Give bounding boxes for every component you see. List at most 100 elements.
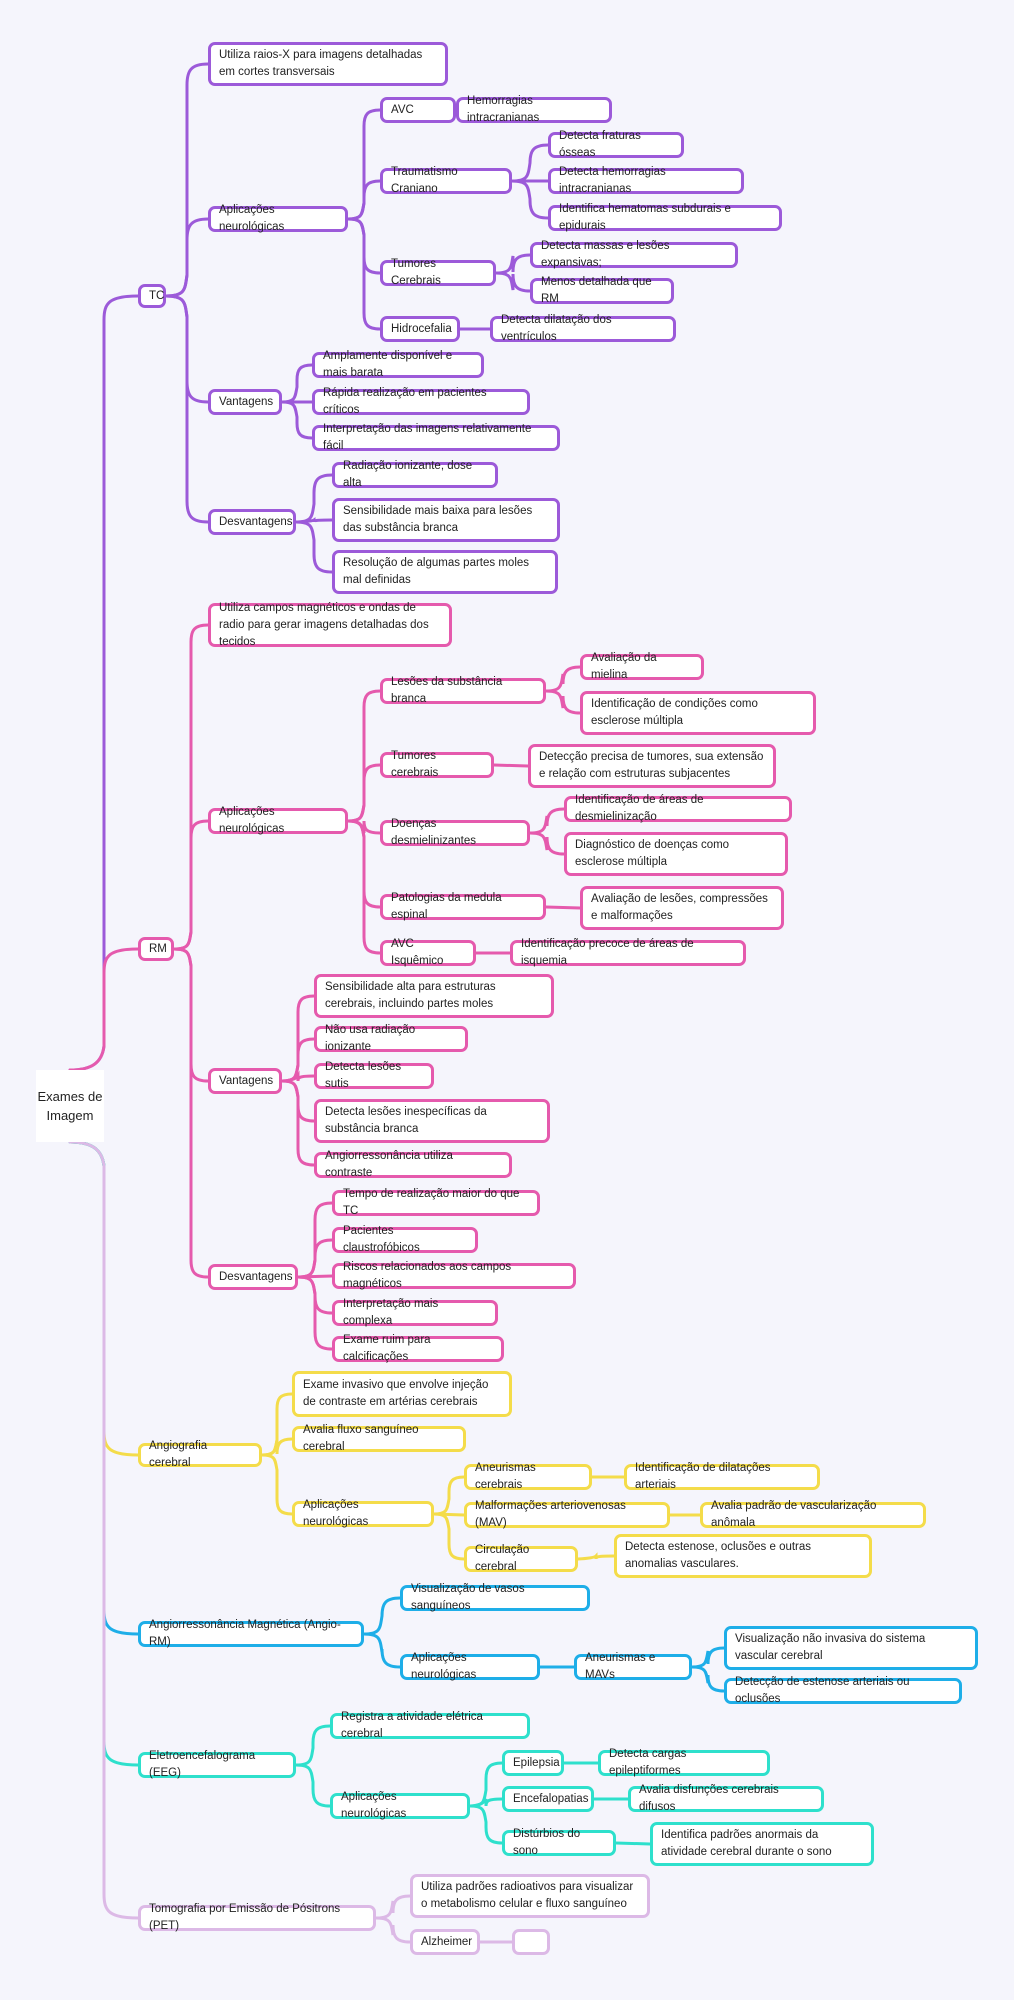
node-tempo-de-realizacao-maior-do-que-tc-1-3-0[interactable]: Tempo de realização maior do que TC — [332, 1188, 540, 1217]
node-pacientes-claustrofobicos-1-3-1[interactable]: Pacientes claustrofóbicos — [332, 1225, 478, 1254]
node-aplicacoes-neurologicas-4-1[interactable]: Aplicações neurológicas — [330, 1791, 470, 1820]
node-hidrocefalia-0-1-3[interactable]: Hidrocefalia — [380, 316, 460, 342]
node-rapida-realizacao-em-pacientes-criticos-0-2-1[interactable]: Rápida realização em pacientes críticos — [312, 387, 530, 416]
node-label: Angiografia cerebral — [149, 1440, 208, 1469]
node-radiacao-ionizante-dose-alta-0-3-0[interactable]: Radiação ionizante, dose alta — [332, 460, 498, 489]
connector-root-1 — [68, 947, 140, 1072]
node-identificacao-de-areas-de-desmielinizaca-1-1-2-0[interactable]: Identificação de áreas de desmielinizaçã… — [564, 794, 792, 823]
node-detecta-hemorragias-intracranianas-0-1-1-1[interactable]: Detecta hemorragias intracranianas — [548, 166, 744, 195]
node-desvantagens-0-3[interactable]: Desvantagens — [208, 509, 296, 535]
node-eletroencefalograma-eeg-4[interactable]: Eletroencefalograma (EEG) — [138, 1750, 296, 1779]
node-identificacao-precoce-de-areas-de-isquem-1-1-4-0[interactable]: Identificação precoce de áreas de isquem… — [510, 938, 746, 967]
node-label: Alzheimer — [421, 1935, 473, 1948]
node-detecta-estenose-oclusoes-e-outras-anoma-2-2-2-0[interactable]: Detecta estenose, oclusões e outras anom… — [614, 1534, 872, 1578]
node-visualizacao-nao-invasiva-do-sistema-vas-3-1-0-0[interactable]: Visualização não invasiva do sistema vas… — [724, 1626, 978, 1670]
node-label: Vantagens — [219, 1074, 274, 1087]
node-menos-detalhada-que-rm-0-1-2-1[interactable]: Menos detalhada que RM — [530, 276, 674, 305]
node-detecta-lesoes-sutis-1-2-2[interactable]: Detecta lesões sutis — [314, 1061, 434, 1090]
node-disturbios-do-sono-4-1-2[interactable]: Distúrbios do sono — [502, 1828, 616, 1857]
node-tumores-cerebrais-1-1-1[interactable]: Tumores cerebrais — [380, 750, 494, 779]
node-sensibilidade-mais-baixa-para-lesoes-das-0-3-1[interactable]: Sensibilidade mais baixa para lesões das… — [332, 498, 560, 542]
node-label: Diagnóstico de doenças como esclerose mú… — [575, 839, 730, 868]
node-avaliacao-de-lesoes-compressoes-e-malfor-1-1-3-0[interactable]: Avaliação de lesões, compressões e malfo… — [580, 886, 784, 930]
node-identifica-padroes-anormais-da-atividade-4-1-2-0[interactable]: Identifica padrões anormais da atividade… — [650, 1822, 874, 1866]
node-aplicacoes-neurologicas-0-1[interactable]: Aplicações neurológicas — [208, 204, 348, 233]
node-exame-invasivo-que-envolve-injecao-de-co-2-0[interactable]: Exame invasivo que envolve injeção de co… — [292, 1371, 512, 1417]
node-deteccao-de-estenose-arteriais-ou-ocluso-3-1-0-1[interactable]: Detecção de estenose arteriais ou oclusõ… — [724, 1676, 962, 1705]
node-sensibilidade-alta-para-estruturas-cereb-1-2-0[interactable]: Sensibilidade alta para estruturas cereb… — [314, 974, 554, 1018]
node-aplicacoes-neurologicas-3-1[interactable]: Aplicações neurológicas — [400, 1652, 540, 1681]
node-interpretacao-mais-complexa-1-3-3[interactable]: Interpretação mais complexa — [332, 1298, 498, 1327]
node-doencas-desmielinizantes-1-1-2[interactable]: Doenças desmielinizantes — [380, 818, 530, 847]
node-aplicacoes-neurologicas-2-2[interactable]: Aplicações neurológicas — [292, 1499, 434, 1528]
node-tomografia-por-emissao-de-positrons-pet-5[interactable]: Tomografia por Emissão de Pósitrons (PET… — [138, 1903, 376, 1932]
node-riscos-relacionados-aos-campos-magnetico-1-3-2[interactable]: Riscos relacionados aos campos magnético… — [332, 1261, 576, 1290]
node-diagnostico-de-doencas-como-esclerose-mu-1-1-2-1[interactable]: Diagnóstico de doenças como esclerose mú… — [564, 832, 788, 876]
node-angiorressonancia-magnetica-angio-rm-3[interactable]: Angiorressonância Magnética (Angio-RM) — [138, 1619, 364, 1648]
node-detecta-lesoes-inespecificas-da-substanc-1-2-3[interactable]: Detecta lesões inespecíficas da substânc… — [314, 1099, 550, 1143]
node-circulacao-cerebral-2-2-2[interactable]: Circulação cerebral — [464, 1544, 578, 1573]
node-aplicacoes-neurologicas-1-1[interactable]: Aplicações neurológicas — [208, 806, 348, 835]
node-identificacao-de-dilatacoes-arteriais-2-2-0-0[interactable]: Identificação de dilatações arteriais — [624, 1462, 820, 1491]
node-traumatismo-craniano-0-1-1[interactable]: Traumatismo Craniano — [380, 166, 512, 195]
node-vantagens-1-2[interactable]: Vantagens — [208, 1068, 282, 1094]
node-resolucao-de-algumas-partes-moles-mal-de-0-3-2[interactable]: Resolução de algumas partes moles mal de… — [332, 550, 558, 594]
connector-0-2-0 — [280, 363, 314, 404]
node-rm-1[interactable]: RM — [138, 937, 174, 961]
node-label: Detecta massas e lesões expansivas; — [541, 240, 670, 269]
node-alzheimer-5-1[interactable]: Alzheimer — [410, 1929, 480, 1955]
node-aneurismas-cerebrais-2-2-0[interactable]: Aneurismas cerebrais — [464, 1462, 592, 1491]
node-tc-0[interactable]: TC — [138, 284, 166, 308]
node-utiliza-raios-x-para-imagens-detalhadas--0-0[interactable]: Utiliza raios-X para imagens detalhadas … — [208, 42, 448, 86]
node-label: Aplicações neurológicas — [303, 1499, 369, 1528]
connector-0-1-2-1 — [494, 271, 532, 293]
node-patologias-da-medula-espinal-1-1-3[interactable]: Patologias da medula espinal — [380, 892, 546, 921]
node-angiorressonancia-utiliza-contraste-1-2-4[interactable]: Angiorressonância utiliza contraste — [314, 1150, 512, 1179]
node-detecta-dilatacao-dos-ventriculos-0-1-3-0[interactable]: Detecta dilatação dos ventrículos — [490, 314, 676, 343]
node-label: Aplicações neurológicas — [219, 806, 285, 835]
node-label: Identificação de condições como escleros… — [591, 698, 758, 727]
node-identifica-hematomas-subdurais-e-epidura-0-1-1-2[interactable]: Identifica hematomas subdurais e epidura… — [548, 203, 782, 232]
node-amplamente-disponivel-e-mais-barata-0-2-0[interactable]: Amplamente disponível e mais barata — [312, 350, 484, 379]
node-epilepsia-4-1-0[interactable]: Epilepsia — [502, 1750, 564, 1776]
node-detecta-cargas-epileptiformes-4-1-0-0[interactable]: Detecta cargas epileptiformes — [598, 1748, 770, 1777]
node-empty-5-1-0[interactable] — [512, 1929, 550, 1955]
node-exame-ruim-para-calcificacoes-1-3-4[interactable]: Exame ruim para calcificações — [332, 1334, 504, 1363]
node-desvantagens-1-3[interactable]: Desvantagens — [208, 1264, 298, 1290]
node-label: Aplicações neurológicas — [341, 1791, 407, 1820]
node-label: Angiorressonância Magnética (Angio-RM) — [149, 1619, 341, 1648]
node-nao-usa-radiacao-ionizante-1-2-1[interactable]: Não usa radiação ionizante — [314, 1024, 468, 1053]
node-encefalopatias-4-1-1[interactable]: Encefalopatias — [502, 1786, 594, 1812]
node-label: AVC Isquêmico — [391, 938, 444, 967]
node-lesoes-da-substancia-branca-1-1-0[interactable]: Lesões da substância branca — [380, 676, 546, 705]
connector-5-0 — [374, 1894, 412, 1920]
node-deteccao-precisa-de-tumores-sua-extensao-1-1-1-0[interactable]: Detecção precisa de tumores, sua extensã… — [528, 744, 776, 788]
node-hemorragias-intracranianas-0-1-0-0[interactable]: Hemorragias intracranianas — [456, 95, 612, 124]
node-label: Detecta estenose, oclusões e outras anom… — [625, 1541, 812, 1570]
node-label: Avaliação de lesões, compressões e malfo… — [591, 893, 768, 922]
node-malformacoes-arteriovenosas-mav-2-2-1[interactable]: Malformações arteriovenosas (MAV) — [464, 1500, 670, 1529]
node-utiliza-campos-magneticos-e-ondas-de-rad-1-0[interactable]: Utiliza campos magnéticos e ondas de rad… — [208, 602, 452, 648]
root-node[interactable]: Exames de Imagem — [36, 1070, 104, 1142]
node-detecta-massas-e-lesoes-expansivas-0-1-2-0[interactable]: Detecta massas e lesões expansivas; — [530, 240, 738, 269]
node-avalia-padrao-de-vascularizacao-anomala-2-2-1-0[interactable]: Avalia padrão de vascularização anômala — [700, 1500, 926, 1529]
node-avalia-fluxo-sanguineo-cerebral-2-1[interactable]: Avalia fluxo sanguíneo cerebral — [292, 1424, 466, 1453]
node-angiografia-cerebral-2[interactable]: Angiografia cerebral — [138, 1440, 262, 1469]
node-avc-isquemico-1-1-4[interactable]: AVC Isquêmico — [380, 938, 476, 967]
connector-1-1 — [172, 819, 210, 951]
node-vantagens-0-2[interactable]: Vantagens — [208, 389, 282, 415]
node-avaliacao-da-mielina-1-1-0-0[interactable]: Avaliação da mielina — [580, 652, 704, 681]
node-avc-0-1-0[interactable]: AVC — [380, 97, 456, 123]
node-visualizacao-de-vasos-sanguineos-3-0[interactable]: Visualização de vasos sanguíneos — [400, 1583, 590, 1612]
node-avalia-disfuncoes-cerebrais-difusos-4-1-1-0[interactable]: Avalia disfunções cerebrais difusos — [628, 1784, 824, 1813]
node-registra-a-atividade-eletrica-cerebral-4-0[interactable]: Registra a atividade elétrica cerebral — [330, 1711, 530, 1740]
node-detecta-fraturas-osseas-0-1-1-0[interactable]: Detecta fraturas ósseas — [548, 130, 684, 159]
connector-1-1-3-0 — [544, 905, 582, 910]
node-tumores-cerebrais-0-1-2[interactable]: Tumores Cerebrais — [380, 258, 496, 287]
node-identificacao-de-condicoes-como-escleros-1-1-0-1[interactable]: Identificação de condições como escleros… — [580, 691, 816, 735]
node-utiliza-padroes-radioativos-para-visuali-5-0[interactable]: Utiliza padrões radioativos para visuali… — [410, 1874, 650, 1918]
node-aneurismas-e-mavs-3-1-0[interactable]: Aneurismas e MAVs — [574, 1652, 692, 1681]
node-label: Aplicações neurológicas — [219, 204, 285, 233]
node-interpretacao-das-imagens-relativamente--0-2-2[interactable]: Interpretação das imagens relativamente … — [312, 423, 560, 452]
connector-0-1-1 — [346, 179, 382, 221]
